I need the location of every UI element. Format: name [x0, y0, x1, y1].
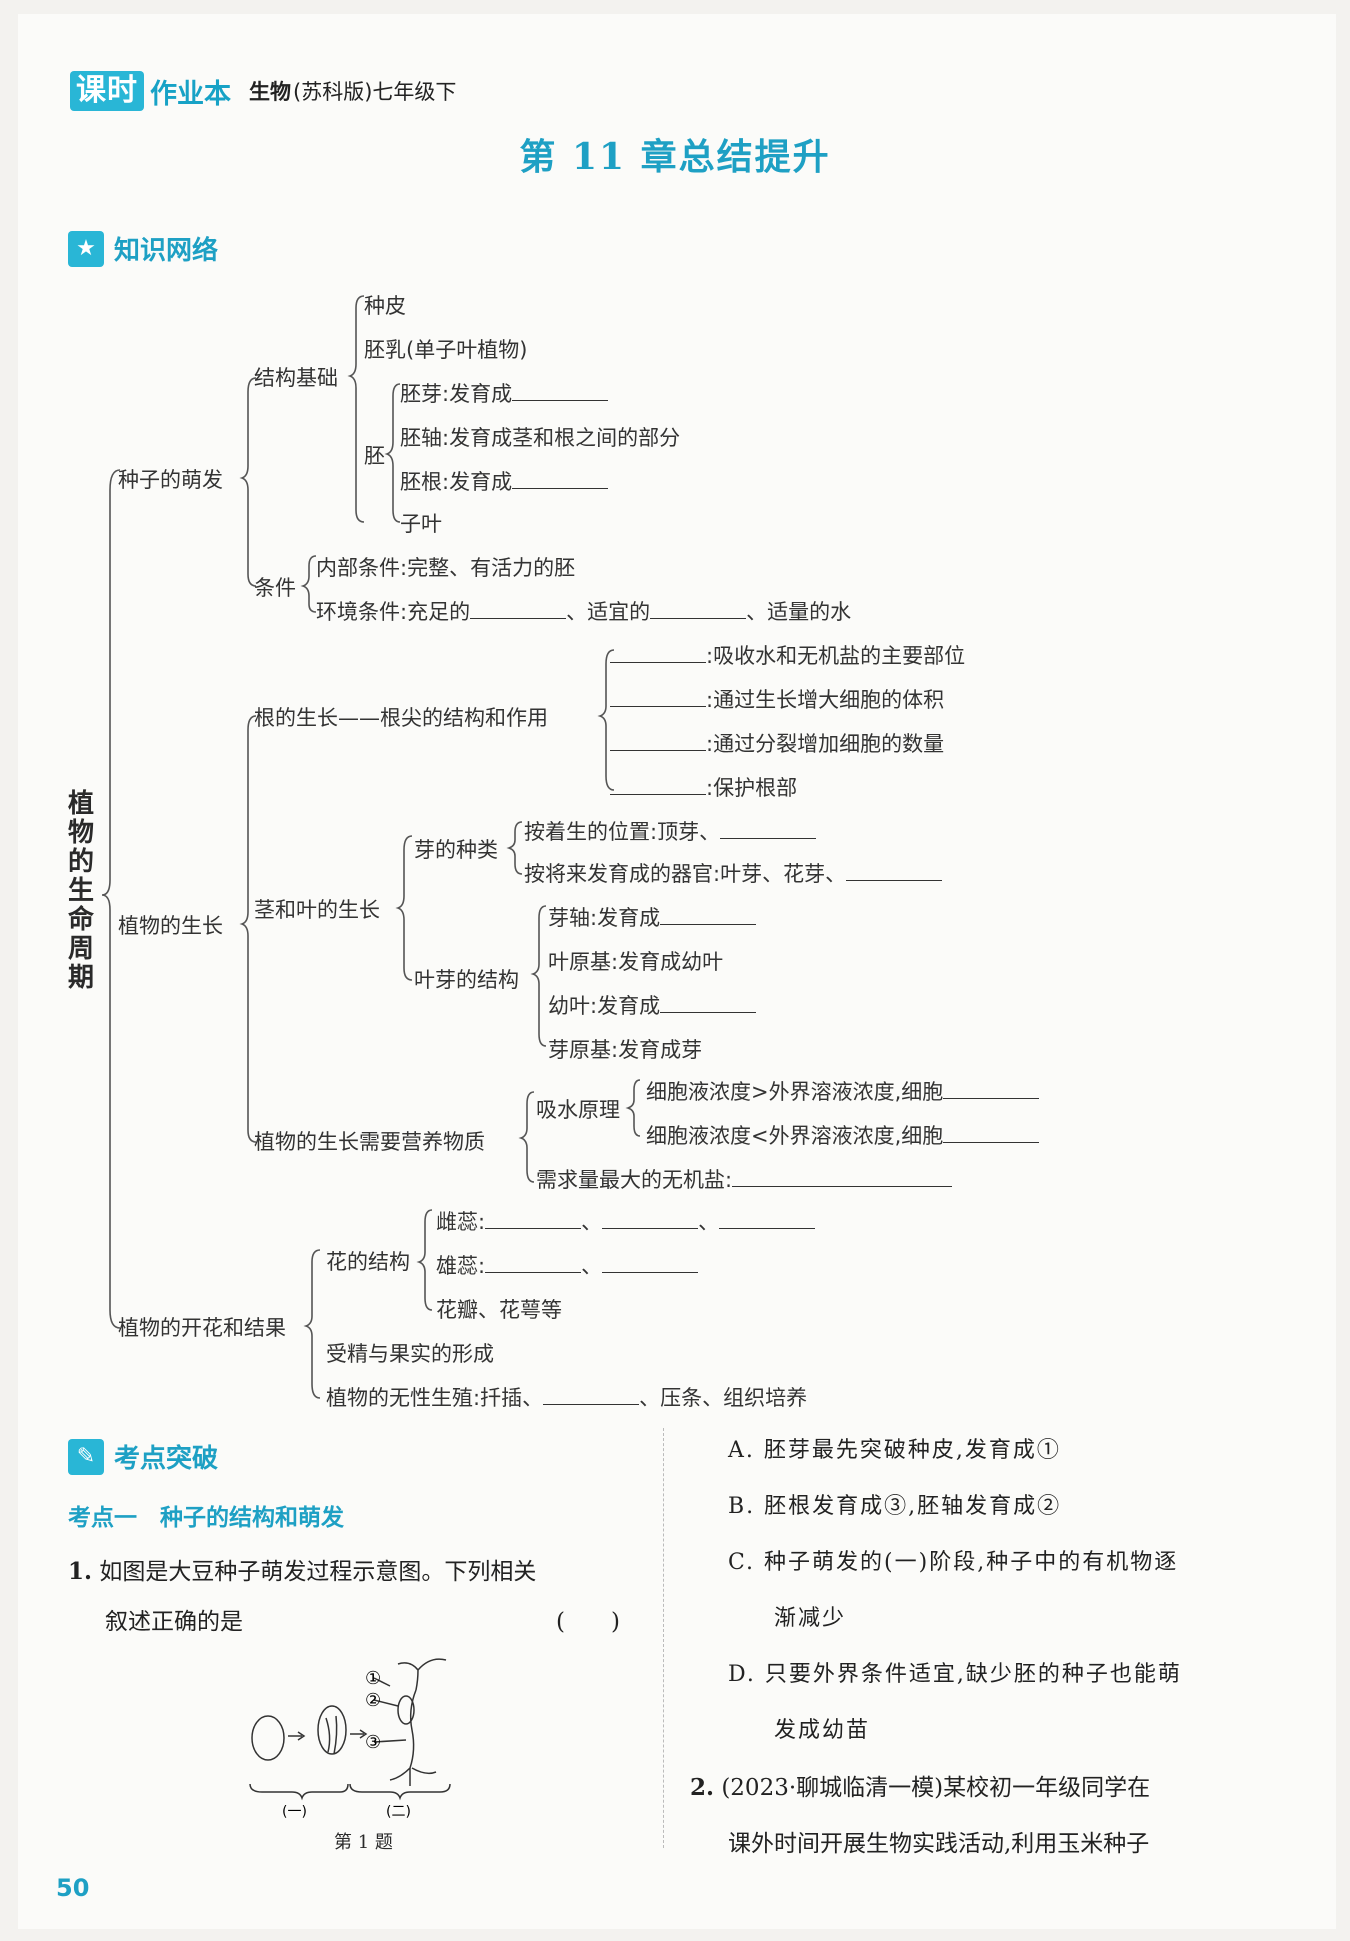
node-radicle: 胚根:发育成	[400, 466, 608, 496]
node-leaf-bud: 叶芽的结构	[414, 964, 519, 994]
node-seed: 种子的萌发	[118, 464, 223, 494]
node-bud-position: 按着生的位置:顶芽、	[524, 816, 816, 846]
node-fertilization: 受精与果实的形成	[326, 1338, 494, 1368]
figure-label-1: ①	[365, 1668, 381, 1689]
node-growth: 植物的生长	[118, 910, 223, 940]
node-bud-primordium: 芽原基:发育成芽	[548, 1034, 702, 1064]
node-flower-structure: 花的结构	[326, 1246, 410, 1276]
node-bud-type: 芽的种类	[414, 834, 498, 864]
option-b: B. 胚根发育成③,胚轴发育成②	[728, 1488, 1061, 1520]
node-plumule: 胚芽:发育成	[400, 378, 608, 408]
node-asexual: 植物的无性生殖:扦插、、压条、组织培养	[326, 1382, 807, 1412]
answer-bracket: ( )	[556, 1602, 620, 1636]
pencil-icon: ✎	[68, 1439, 104, 1475]
node-root-zone-4: :保护根部	[610, 772, 797, 802]
node-embryo: 胚	[364, 440, 385, 470]
figure-stage-1: (一)	[282, 1804, 307, 1820]
node-bud-axis: 芽轴:发育成	[548, 902, 756, 932]
question-2-line2: 课外时间开展生物实践活动,利用玉米种子	[728, 1824, 1149, 1858]
node-structure: 结构基础	[254, 362, 338, 392]
figure-label-2: ②	[365, 1690, 381, 1711]
node-water-2: 细胞液浓度<外界溶液浓度,细胞	[646, 1120, 1039, 1150]
node-environment: 环境条件:充足的、适宜的、适量的水	[316, 596, 851, 626]
figure-label-3: ③	[365, 1732, 381, 1753]
node-stamen: 雄蕊:、	[436, 1250, 698, 1280]
figure-stage-2: (二)	[386, 1804, 411, 1820]
node-cotyledon: 子叶	[400, 508, 442, 538]
column-divider	[663, 1428, 664, 1848]
node-internal: 内部条件:完整、有活力的胚	[316, 552, 575, 582]
node-root-growth: 根的生长——根尖的结构和作用	[254, 702, 548, 732]
node-flowering: 植物的开花和结果	[118, 1312, 286, 1342]
option-a: A. 胚芽最先突破种皮,发育成①	[728, 1432, 1061, 1464]
node-minerals: 需求量最大的无机盐:	[536, 1164, 952, 1194]
node-young-leaf: 幼叶:发育成	[548, 990, 756, 1020]
seed-shape	[252, 1716, 284, 1760]
node-pistil: 雌蕊:、、	[436, 1206, 815, 1236]
option-d: D. 只要外界条件适宜,缺少胚的种子也能萌	[728, 1656, 1182, 1688]
mindmap-root: 植物的生命周期	[62, 790, 100, 993]
node-leaf-primordium: 叶原基:发育成幼叶	[548, 946, 723, 976]
node-root-zone-1: :吸收水和无机盐的主要部位	[610, 640, 965, 670]
node-root-zone-3: :通过分裂增加细胞的数量	[610, 728, 944, 758]
page-number: 50	[56, 1874, 89, 1902]
option-c-cont: 渐减少	[774, 1600, 846, 1632]
section-exam-points: ✎ 考点突破	[68, 1438, 218, 1475]
option-c: C. 种子萌发的(一)阶段,种子中的有机物逐	[728, 1544, 1178, 1576]
node-nutrients: 植物的生长需要营养物质	[254, 1126, 485, 1156]
node-bud-organ: 按将来发育成的器官:叶芽、花芽、	[524, 858, 942, 888]
node-conditions: 条件	[254, 572, 296, 602]
node-seed-coat: 种皮	[364, 290, 406, 320]
question-1-line2: 叙述正确的是	[105, 1602, 243, 1636]
node-endosperm: 胚乳(单子叶植物)	[364, 334, 527, 364]
figure-caption: 第 1 题	[334, 1828, 393, 1854]
node-hypocotyl: 胚轴:发育成茎和根之间的部分	[400, 422, 680, 452]
question-2-line1: 2. (2023·聊城临清一模)某校初一年级同学在	[690, 1768, 1150, 1802]
node-water-principle: 吸水原理	[536, 1094, 620, 1124]
exam-point-1: 考点一 种子的结构和萌发	[68, 1498, 344, 1532]
node-stem-leaf: 茎和叶的生长	[254, 894, 380, 924]
section-title: 考点突破	[114, 1438, 218, 1475]
node-root-zone-2: :通过生长增大细胞的体积	[610, 684, 944, 714]
node-water-1: 细胞液浓度>外界溶液浓度,细胞	[646, 1076, 1039, 1106]
node-petals: 花瓣、花萼等	[436, 1294, 562, 1324]
option-d-cont: 发成幼苗	[774, 1712, 870, 1744]
question-1-line1: 1. 如图是大豆种子萌发过程示意图。下列相关	[68, 1552, 536, 1586]
germination-figure: ① ② ③ (一) (二)	[240, 1650, 480, 1820]
